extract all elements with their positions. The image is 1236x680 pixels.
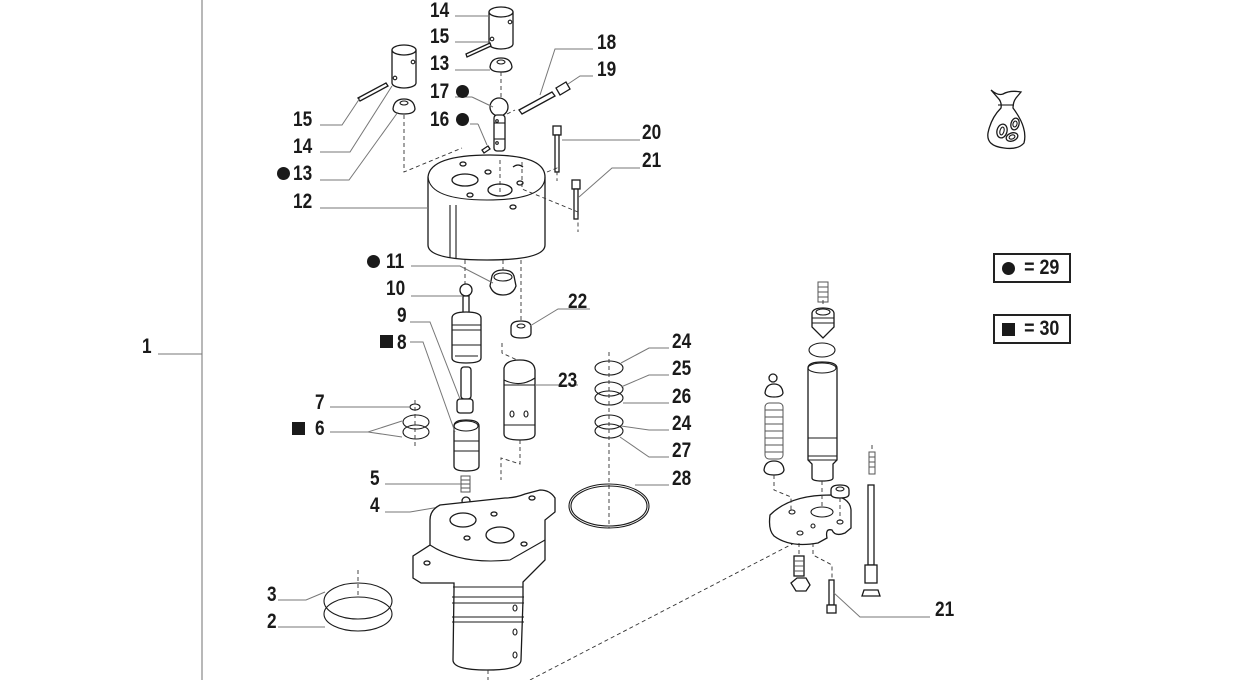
callout-24: 24: [672, 412, 692, 435]
marker-square-icon: [380, 335, 393, 348]
callout-21: 21: [935, 598, 955, 621]
part-10-plunger: [451, 283, 482, 364]
square-icon: [1001, 322, 1015, 336]
pump-body: [412, 489, 556, 671]
callout-12: 12: [293, 190, 313, 213]
callout-15: 15: [293, 108, 313, 131]
part-6-rings: [402, 414, 430, 440]
rings-24-27: [594, 360, 624, 439]
part-13-top-seal: [489, 57, 513, 73]
callout-3: 3: [267, 583, 277, 606]
marker-circle-icon: [367, 255, 380, 268]
callout-17: 17: [430, 80, 450, 103]
part-11-seal: [489, 269, 517, 296]
callout-27: 27: [672, 439, 692, 462]
part-18-rod: [518, 91, 556, 115]
callout-25: 25: [672, 357, 692, 380]
part-23-tappet: [503, 359, 536, 441]
callout-13: 13: [430, 52, 450, 75]
marker-circle-icon: [456, 113, 469, 126]
part-28-oring: [568, 483, 650, 529]
circle-icon: [1001, 261, 1015, 275]
marker-circle-icon: [456, 85, 469, 98]
part-17-ball-stem: [489, 97, 509, 152]
callout-23: 23: [558, 369, 578, 392]
legend-square-30: = 30: [993, 314, 1071, 344]
marker-square-icon: [292, 422, 305, 435]
callout-14: 14: [293, 135, 313, 158]
part-5-spring: [460, 475, 471, 493]
part-8-sleeve: [453, 419, 480, 472]
callout-5: 5: [370, 467, 380, 490]
callout-18: 18: [597, 31, 617, 54]
callout-9: 9: [397, 304, 407, 327]
assembly-label: 1: [142, 335, 152, 358]
parts-2-3-rings: [323, 582, 393, 632]
callout-6: 6: [315, 417, 325, 440]
part-14-top: [488, 6, 514, 50]
callout-11: 11: [386, 250, 405, 273]
part-14-left: [391, 44, 417, 89]
callout-16: 16: [430, 108, 450, 131]
part-21-screw-top: [571, 179, 581, 220]
callout-2: 2: [267, 610, 277, 633]
part-19-sleeve: [555, 81, 571, 96]
part-13-left-seal: [392, 98, 416, 115]
callout-22: 22: [568, 290, 588, 313]
part-12-head-block: [427, 154, 546, 261]
callout-19: 19: [597, 58, 617, 81]
callout-13: 13: [293, 162, 313, 185]
part-15-top-pin: [465, 42, 492, 58]
right-subassembly: [763, 281, 881, 614]
callout-26: 26: [672, 385, 692, 408]
part-16-pin: [481, 145, 491, 154]
part-20-screw: [552, 125, 562, 173]
parts-bag-icon: [987, 89, 1026, 150]
legend-text: = 30: [1023, 317, 1060, 340]
callout-15: 15: [430, 25, 450, 48]
callout-7: 7: [315, 391, 325, 414]
marker-circle-icon: [277, 167, 290, 180]
callout-14: 14: [430, 0, 450, 22]
part-22-washer: [510, 320, 532, 339]
callout-21: 21: [642, 149, 662, 172]
legend-circle-29: = 29: [993, 253, 1071, 283]
callout-28: 28: [672, 467, 692, 490]
callout-8: 8: [397, 331, 407, 354]
callout-10: 10: [386, 277, 406, 300]
callout-4: 4: [370, 494, 380, 517]
callout-20: 20: [642, 121, 662, 144]
part-9-pin: [456, 366, 474, 414]
part-15-left-pin: [357, 82, 389, 102]
legend-text: = 29: [1023, 256, 1060, 279]
callout-24: 24: [672, 330, 692, 353]
